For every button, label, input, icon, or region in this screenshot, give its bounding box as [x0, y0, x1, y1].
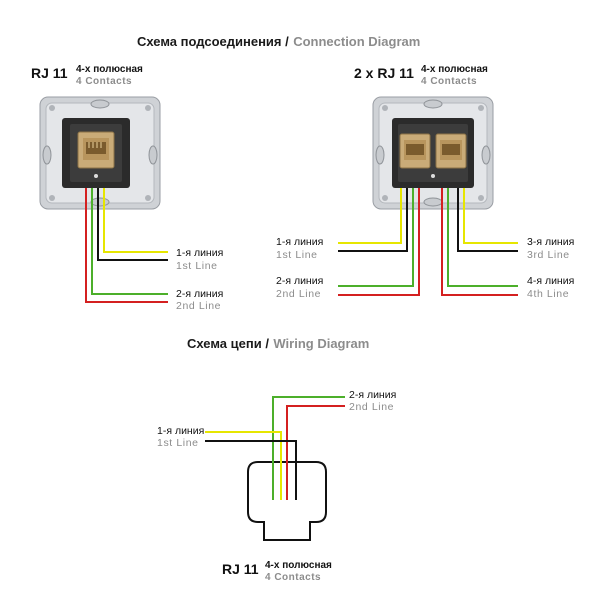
double-wire-green-left: [338, 188, 414, 287]
double-line3-en: 3rd Line: [527, 249, 570, 261]
double-wire-black-right: [457, 188, 518, 252]
connection-title-ru: Схема подсоединения /: [137, 34, 289, 49]
wiring-line2-en: 2nd Line: [349, 401, 395, 413]
single-wire-black: [97, 188, 168, 261]
single-socket-contacts-ru: 4-х полюсная: [76, 64, 143, 75]
double-socket-model: 2 x RJ 11: [354, 65, 414, 81]
wiring-wire-yellow: [205, 431, 282, 500]
wiring-line1-ru: 1-я линия: [157, 425, 205, 437]
double-line4-en: 4th Line: [527, 288, 570, 300]
wiring-line2-ru: 2-я линия: [349, 389, 397, 401]
double-wire-red-left: [338, 188, 420, 296]
double-line1-ru: 1-я линия: [276, 236, 324, 248]
double-socket-module: [392, 118, 474, 188]
single-socket-module: [62, 118, 130, 188]
double-wire-green-right: [447, 188, 518, 287]
wiring-title-ru: Схема цепи /: [187, 336, 269, 351]
wiring-wires: [205, 396, 345, 500]
single-wire-green: [91, 188, 168, 295]
wiring-wire-green: [272, 396, 345, 500]
double-socket-contacts-ru: 4-х полюсная: [421, 64, 488, 75]
wiring-plug: [247, 461, 327, 541]
double-line4-ru: 4-я линия: [527, 275, 575, 287]
wiring-title-en: Wiring Diagram: [273, 336, 370, 351]
double-line1-en: 1st Line: [276, 249, 318, 261]
single-socket-model: RJ 11: [31, 65, 68, 81]
wiring-plug-model: RJ 11: [222, 561, 259, 577]
double-wire-red-right: [441, 188, 518, 296]
double-wire-black-left: [338, 188, 408, 252]
wiring-line1-en: 1st Line: [157, 437, 199, 449]
double-socket-wires-left: [338, 188, 420, 296]
single-socket-contacts-en: 4 Contacts: [76, 76, 133, 87]
double-line2-ru: 2-я линия: [276, 275, 324, 287]
double-line2-en: 2nd Line: [276, 288, 322, 300]
single-line1-ru: 1-я линия: [176, 247, 224, 259]
connection-title-en: Connection Diagram: [293, 34, 421, 49]
connection-diagram-title: Схема подсоединения / Connection Diagram: [137, 34, 420, 50]
single-wire-yellow: [103, 188, 168, 253]
wiring-wire-black: [205, 440, 297, 500]
double-socket-contacts-en: 4 Contacts: [421, 76, 478, 87]
wiring-wire-red: [286, 405, 345, 500]
wiring-contacts-en: 4 Contacts: [265, 572, 322, 583]
single-wire-red: [85, 188, 168, 303]
wiring-diagram-title: Схема цепи / Wiring Diagram: [187, 336, 369, 352]
single-line2-ru: 2-я линия: [176, 288, 224, 300]
double-wire-yellow-left: [338, 188, 402, 244]
single-line1-en: 1st Line: [176, 260, 218, 272]
double-wire-yellow-right: [463, 188, 518, 244]
wiring-contacts-ru: 4-х полюсная: [265, 560, 332, 571]
single-socket-wires: [85, 188, 168, 303]
double-line3-ru: 3-я линия: [527, 236, 575, 248]
single-line2-en: 2nd Line: [176, 300, 222, 312]
double-socket-wires-right: [441, 188, 518, 296]
